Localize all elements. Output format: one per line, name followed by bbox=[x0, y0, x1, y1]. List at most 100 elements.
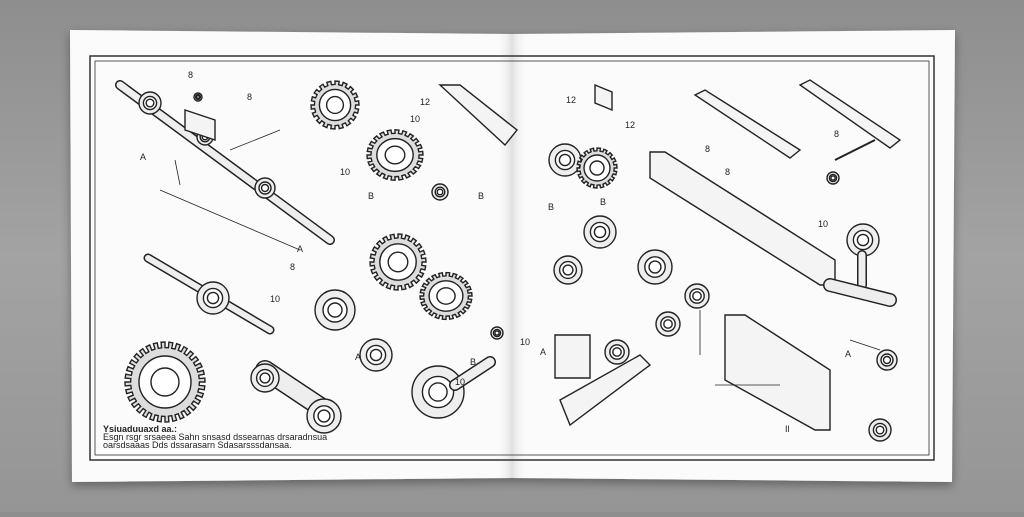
callout-label: 8 bbox=[188, 70, 193, 80]
rail-icon bbox=[693, 89, 802, 159]
bearing-icon bbox=[138, 91, 162, 115]
gear-icon bbox=[576, 147, 618, 189]
ring-bore bbox=[206, 291, 220, 305]
bracket-icon bbox=[184, 109, 216, 141]
flange-icon bbox=[411, 365, 465, 419]
caption-line: Esgn rsgr srsaeea Sahn snsasd dssearnas … bbox=[103, 432, 327, 442]
callout-label: B bbox=[478, 191, 484, 201]
leader-line bbox=[834, 139, 876, 161]
gear-bore bbox=[384, 145, 406, 165]
gear-bore bbox=[436, 287, 456, 305]
gear-icon bbox=[310, 80, 360, 130]
callout-label: B bbox=[600, 197, 606, 207]
gear-icon bbox=[124, 341, 206, 423]
flange-icon bbox=[314, 289, 356, 331]
shaft-body bbox=[824, 279, 896, 306]
caption-block: Ysiuaduuaxd aa.: Esgn rsgr srsaeea Sahn … bbox=[103, 424, 327, 450]
ring-bore bbox=[875, 425, 885, 435]
center-fold bbox=[495, 34, 529, 478]
callout-label: 8 bbox=[725, 167, 730, 177]
ring-bore bbox=[593, 225, 607, 239]
flange-icon bbox=[583, 215, 617, 249]
bearing-icon bbox=[684, 283, 710, 309]
ring-bore bbox=[145, 98, 155, 108]
ring-bore bbox=[830, 175, 836, 181]
fitting-icon bbox=[655, 311, 681, 337]
ring-bore bbox=[327, 302, 343, 318]
callout-label: A bbox=[355, 352, 361, 362]
bolt-icon bbox=[193, 92, 203, 102]
flange-icon bbox=[306, 398, 342, 434]
frame-icon bbox=[724, 314, 831, 431]
ring-bore bbox=[260, 183, 270, 193]
callout-label: A bbox=[140, 152, 146, 162]
ring-bore bbox=[692, 291, 702, 301]
callout-label: A bbox=[845, 349, 851, 359]
ring-bore bbox=[856, 233, 870, 247]
callout-label: 12 bbox=[625, 120, 635, 130]
leader-line bbox=[849, 339, 881, 351]
callout-label: 10 bbox=[410, 114, 420, 124]
ring-bore bbox=[369, 348, 383, 362]
ring-bore bbox=[648, 260, 662, 274]
callout-label: B bbox=[470, 357, 476, 367]
valve-icon bbox=[876, 349, 898, 371]
callout-label: A bbox=[540, 347, 546, 357]
gear-bore bbox=[325, 95, 345, 115]
callout-label: B bbox=[548, 202, 554, 212]
ring-bore bbox=[562, 264, 574, 276]
valve-icon bbox=[553, 255, 583, 285]
callout-label: 10 bbox=[818, 219, 828, 229]
callout-label: A bbox=[297, 244, 303, 254]
inner-border bbox=[94, 60, 930, 456]
caption-heading: Ysiuaduuaxd aa.: bbox=[103, 424, 177, 434]
ring-bore bbox=[195, 94, 201, 100]
flange-icon bbox=[359, 338, 393, 372]
gear-icon bbox=[366, 129, 424, 181]
pulley-icon bbox=[868, 418, 892, 442]
angle-bar-icon bbox=[559, 354, 652, 427]
ring-bore bbox=[259, 372, 271, 384]
callout-label: 12 bbox=[420, 97, 430, 107]
bearing-icon bbox=[254, 177, 276, 199]
ring-bore bbox=[494, 330, 500, 336]
gear-bore bbox=[150, 367, 180, 397]
callout-label: 8 bbox=[705, 144, 710, 154]
callout-label: 10 bbox=[270, 294, 280, 304]
callout-label: 8 bbox=[834, 129, 839, 139]
callout-label: 8 bbox=[290, 262, 295, 272]
ring-bore bbox=[436, 188, 444, 196]
rail-icon bbox=[798, 79, 902, 149]
gear-icon bbox=[419, 271, 473, 321]
ring-bore bbox=[612, 347, 622, 357]
nut-icon bbox=[431, 183, 449, 201]
gear-icon bbox=[369, 233, 427, 291]
callout-label: B bbox=[368, 191, 374, 201]
ring-bore bbox=[663, 319, 673, 329]
tee-fitting-icon bbox=[554, 334, 591, 379]
ring-bore bbox=[558, 153, 572, 167]
clip-icon bbox=[594, 83, 613, 112]
leader-line bbox=[174, 159, 181, 186]
leader-line bbox=[159, 189, 301, 251]
flange-icon bbox=[250, 363, 280, 393]
parts-drawings bbox=[115, 79, 902, 442]
caster-icon bbox=[826, 171, 840, 185]
shaft-body bbox=[450, 357, 495, 390]
callout-label: 8 bbox=[247, 92, 252, 102]
gear-bore bbox=[589, 160, 605, 176]
bearing-icon bbox=[637, 249, 673, 285]
bar-icon bbox=[438, 84, 518, 147]
gear-bore bbox=[387, 251, 409, 273]
caption-line: oarsdsaaas Dds dssarasarn Sdasarsssdansa… bbox=[103, 440, 292, 450]
ring-bore bbox=[317, 409, 331, 423]
valve-handwheel-icon bbox=[846, 223, 880, 257]
outer-border bbox=[89, 55, 935, 461]
ring-bore bbox=[428, 382, 448, 402]
valve-body-icon bbox=[548, 143, 582, 177]
washer-icon bbox=[490, 326, 504, 340]
leader-line bbox=[229, 129, 281, 151]
